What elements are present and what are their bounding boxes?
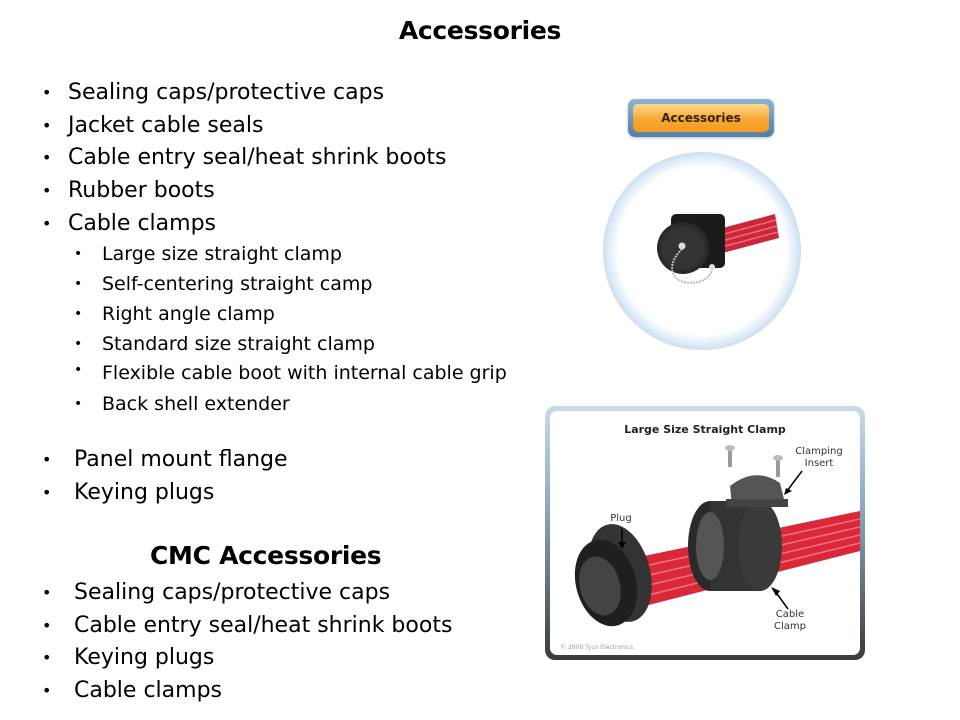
list-item: Keying plugs (30, 642, 452, 675)
cable-bundle (715, 214, 779, 254)
cable-clamp-icon (688, 501, 782, 591)
plug-label: Plug (610, 513, 632, 524)
cap-chain (671, 248, 713, 284)
sublist-item: Flexible cable boot with internal cable … (30, 359, 542, 389)
plug-icon (574, 524, 652, 627)
list-item: Sealing caps/protective caps (30, 77, 446, 110)
accessories-badge-label: Accessories (633, 104, 769, 132)
clamp-illustration (574, 445, 860, 627)
accessories-ring-image (603, 152, 801, 350)
list-item: Rubber boots (30, 175, 446, 208)
sublist-item: Self-centering straight camp (30, 269, 542, 299)
cable-clamps-sublist: Large size straight clamp Self-centering… (30, 239, 542, 419)
accessories-badge: Accessories (628, 99, 774, 137)
list-item: Panel mount flange (30, 444, 288, 477)
accessories-list: Sealing caps/protective caps Jacket cabl… (30, 77, 446, 241)
sublist-item: Large size straight clamp (30, 239, 542, 269)
clamp-diagram-title: Large Size Straight Clamp (624, 423, 786, 436)
connector-with-cap-icon (657, 214, 779, 284)
list-item: Cable clamps (30, 675, 452, 708)
clamp-diagram-frame: Large Size Straight Clamp (545, 406, 865, 660)
sublist-item: Standard size straight clamp (30, 329, 542, 359)
list-item: Cable clamps (30, 208, 446, 241)
sublist-item: Back shell extender (30, 389, 542, 419)
clamping-insert-label: Clamping Insert (795, 446, 843, 469)
cmc-accessories-list: Sealing caps/protective caps Cable entry… (30, 577, 452, 708)
sublist-item: Right angle clamp (30, 299, 542, 329)
cmc-section-title: CMC Accessories (150, 541, 382, 570)
list-item: Jacket cable seals (30, 110, 446, 143)
slide-title: Accessories (398, 16, 562, 45)
list-item: Cable entry seal/heat shrink boots (30, 610, 452, 643)
cable-clamp-label: Cable Clamp (774, 609, 806, 632)
clamping-insert-icon (725, 445, 788, 507)
insert-arrow (786, 470, 803, 492)
accessories-list-continued: Panel mount flange Keying plugs (30, 444, 288, 509)
copyright-text: © 2009 Tyco Electronics (560, 644, 633, 651)
list-item: Cable entry seal/heat shrink boots (30, 142, 446, 175)
list-item: Sealing caps/protective caps (30, 577, 452, 610)
clamp-diagram: Large Size Straight Clamp (550, 411, 860, 655)
list-item: Keying plugs (30, 477, 288, 510)
